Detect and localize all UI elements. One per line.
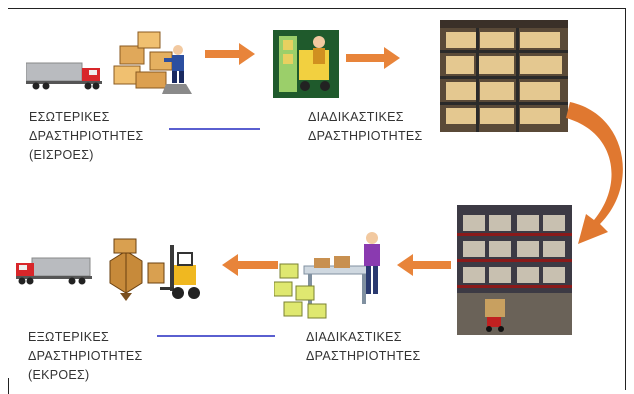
frame-edge xyxy=(8,378,9,394)
external-activities-outputs-label: ΕΞΩΤΕΡΙΚΕΣ ΔΡΑΣΤΗΡΙΟΤΗΤΕΣ (ΕΚΡΟΕΣ) xyxy=(28,328,143,385)
flow-arrow-left-1 xyxy=(397,254,451,276)
label-line: ΔΡΑΣΤΗΡΙΟΤΗΤΕΣ xyxy=(28,349,143,363)
label-line: ΔΡΑΣΤΗΡΙΟΤΗΤΕΣ xyxy=(308,129,423,143)
label-line: ΔΡΑΣΤΗΡΙΟΤΗΤΕΣ xyxy=(29,129,144,143)
process-activities-label-top: ΔΙΑΔΙΚΑΣΤΙΚΕΣ ΔΡΑΣΤΗΡΙΟΤΗΤΕΣ xyxy=(308,108,423,146)
label-line: ΔΡΑΣΤΗΡΙΟΤΗΤΕΣ xyxy=(306,349,421,363)
label-line: ΕΞΩΤΕΡΙΚΕΣ xyxy=(28,330,109,344)
workers-with-boxes-image xyxy=(113,31,192,94)
label-line: ΔΙΑΔΙΚΑΣΤΙΚΕΣ xyxy=(308,110,404,124)
label-line: (ΕΚΡΟΕΣ) xyxy=(28,368,90,382)
label-line: (ΕΙΣΡΟΕΣ) xyxy=(29,148,94,162)
truck-icon xyxy=(26,62,102,90)
forklift-operator-image xyxy=(273,30,339,98)
truck-icon xyxy=(16,257,92,285)
flow-arrow-right-1 xyxy=(205,43,255,65)
label-line: ΕΣΩΤΕΡΙΚΕΣ xyxy=(29,110,110,124)
packing-station-image xyxy=(274,232,380,319)
top-connector-line xyxy=(169,128,260,130)
flow-arrow-right-2 xyxy=(346,47,400,69)
process-activities-label-bottom: ΔΙΑΔΙΚΑΣΤΙΚΕΣ ΔΡΑΣΤΗΡΙΟΤΗΤΕΣ xyxy=(306,328,421,366)
internal-activities-inputs-label: ΕΣΩΤΕΡΙΚΕΣ ΔΡΑΣΤΗΡΙΟΤΗΤΕΣ (ΕΙΣΡΟΕΣ) xyxy=(29,108,144,165)
warehouse-shelves-image xyxy=(440,20,568,132)
curved-flow-arrow xyxy=(566,102,623,244)
shipping-forklift-image xyxy=(109,238,200,301)
bottom-connector-line xyxy=(157,335,275,337)
flow-arrow-left-2 xyxy=(222,254,278,276)
warehouse-aisle-image xyxy=(457,205,572,335)
label-line: ΔΙΑΔΙΚΑΣΤΙΚΕΣ xyxy=(306,330,402,344)
diagram-frame xyxy=(8,8,626,390)
